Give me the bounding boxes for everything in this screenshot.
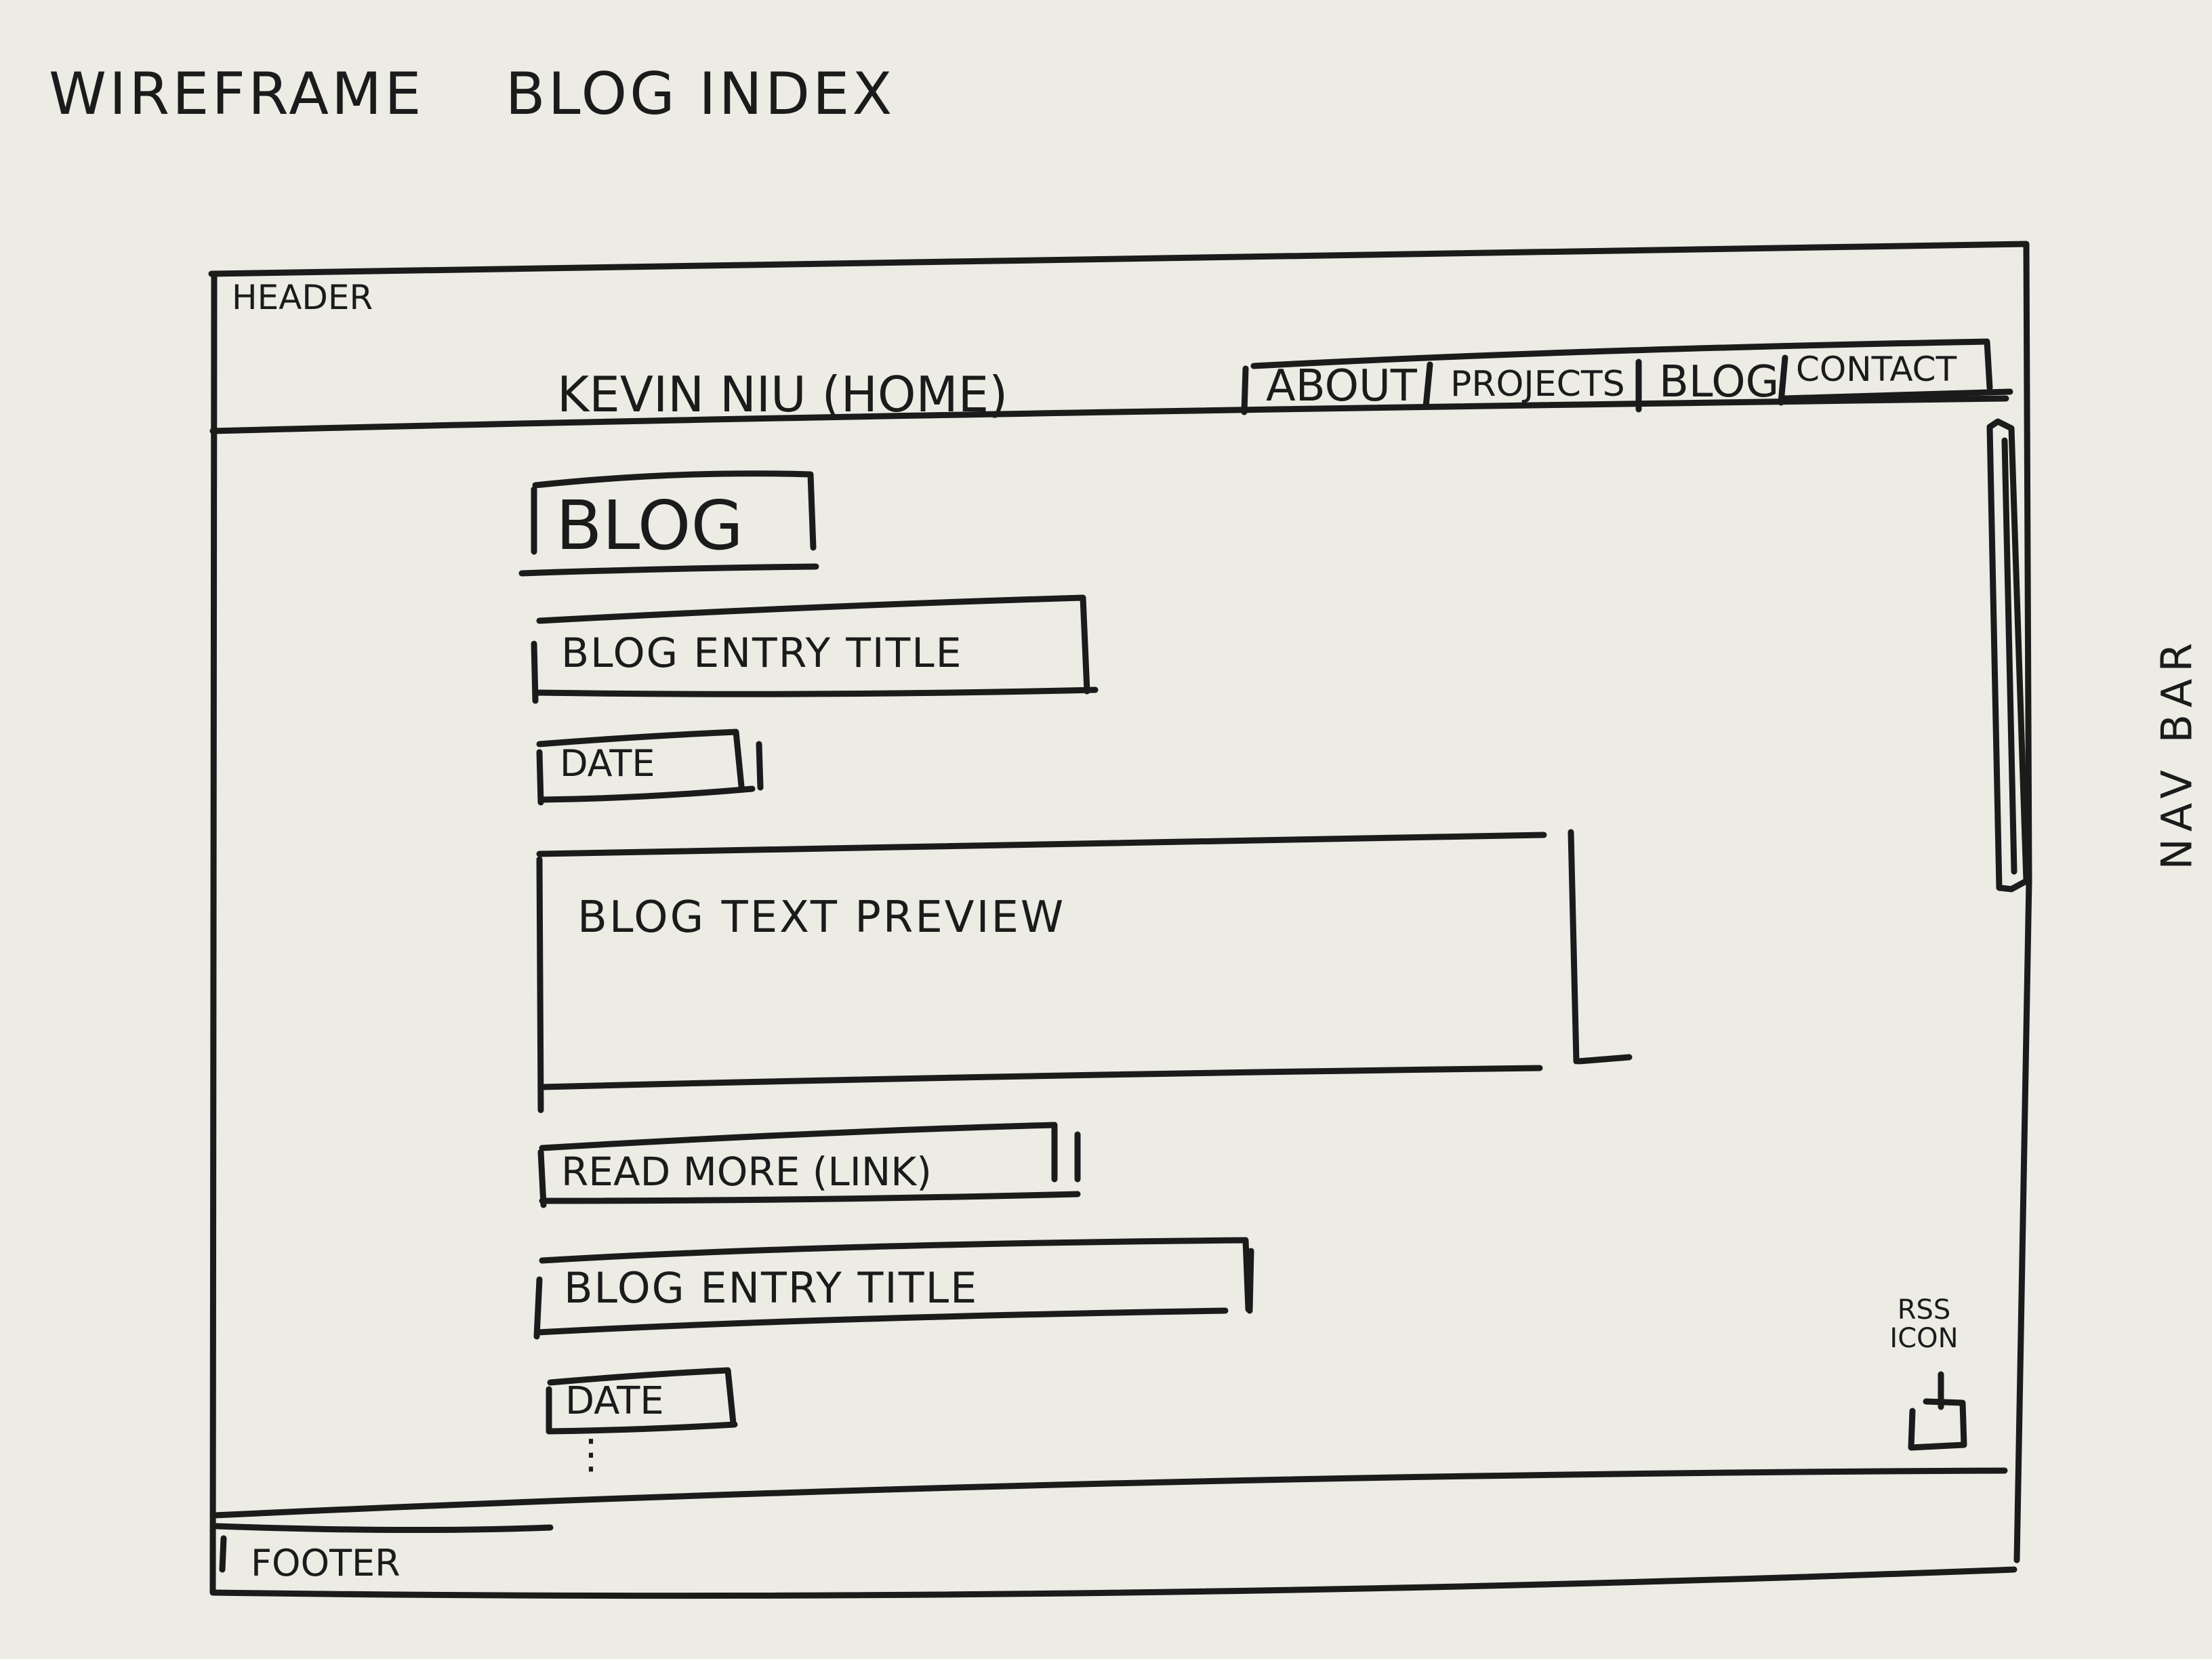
- date-1-box: [536, 729, 764, 806]
- entry-preview: BLOG TEXT PREVIEW: [577, 893, 1066, 943]
- nav-item-blog[interactable]: BLOG: [1659, 357, 1780, 407]
- nav-bar-label: NAV BAR: [2152, 636, 2202, 870]
- header-divider: [209, 395, 2009, 434]
- nav-item-about[interactable]: ABOUT: [1266, 361, 1417, 411]
- entry-title-2-box: [533, 1237, 1254, 1340]
- read-more-box: [537, 1122, 1081, 1208]
- nav-item-contact[interactable]: CONTACT: [1796, 350, 1957, 389]
- footer-left-tick: [219, 1535, 227, 1573]
- rss-icon-label: RSS ICON: [1889, 1294, 1959, 1354]
- entry-date: DATE: [560, 742, 655, 785]
- date-2-box: [546, 1367, 738, 1435]
- header-label: HEADER: [232, 278, 373, 317]
- continuation-ellipsis: ⋮: [571, 1431, 611, 1478]
- home-link[interactable]: KEVIN NIU (HOME): [557, 366, 1008, 423]
- entry-title[interactable]: BLOG ENTRY TITLE: [564, 1263, 979, 1313]
- footer-divider: [211, 1467, 2008, 1534]
- footer-label: FOOTER: [251, 1542, 401, 1584]
- rss-icon: [1908, 1371, 1967, 1451]
- entry-title[interactable]: BLOG ENTRY TITLE: [561, 630, 963, 677]
- scrollbar-track: [1986, 418, 2030, 893]
- entry-date: DATE: [565, 1379, 664, 1423]
- page-title-wireframe: WIREFRAME: [49, 60, 424, 128]
- page-title-blog-index: BLOG INDEX: [505, 60, 895, 128]
- blog-heading: BLOG: [556, 486, 743, 565]
- outer-frame: [208, 241, 2032, 1599]
- blog-heading-box: [518, 470, 819, 577]
- read-more-link[interactable]: READ MORE (LINK): [561, 1149, 932, 1195]
- nav-item-projects[interactable]: PROJECTS: [1450, 364, 1625, 405]
- entry-title-1-box: [531, 594, 1099, 704]
- nav-tabs-frame: [1241, 338, 2013, 415]
- preview-box: [536, 829, 1633, 1113]
